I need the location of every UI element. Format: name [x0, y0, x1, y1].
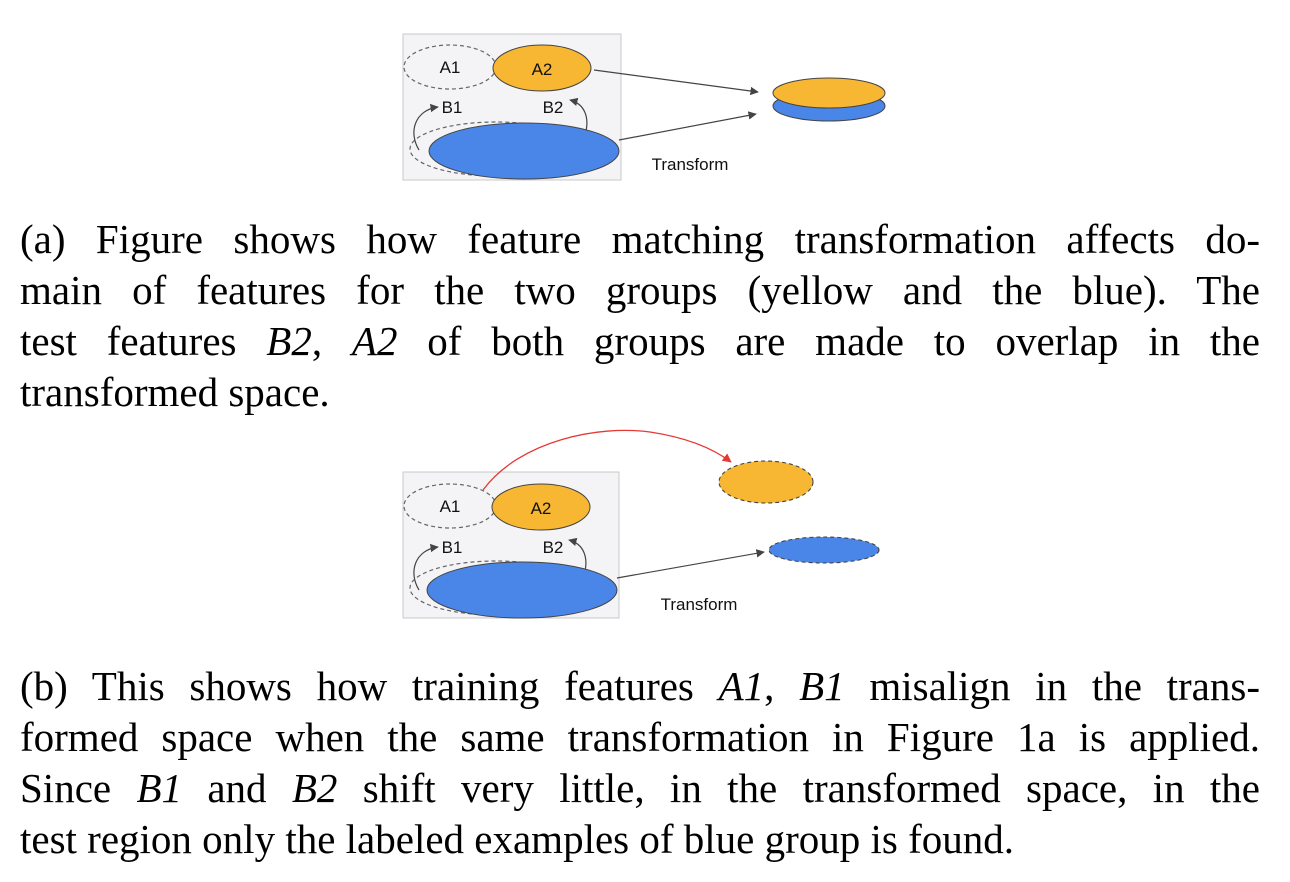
b2-ellipse: [428, 122, 620, 180]
transform-arrow-b2: [618, 111, 757, 141]
diagram-b: A1 A2 B1 B2 Transform: [402, 429, 880, 619]
caption-a-line-3: test features B2, A2 of both groups are …: [20, 318, 1260, 364]
b2-ellipse-b: [426, 561, 618, 619]
caption-a-line-1: (a) Figure shows how feature matching tr…: [20, 216, 1260, 262]
a2-label: A2: [532, 60, 553, 79]
b2-label-b: B2: [543, 538, 564, 557]
transform-label-a: Transform: [652, 155, 729, 174]
caption-a-line-4: transformed space.: [20, 369, 330, 415]
caption-b-line-3: Since B1 and B2 shift very little, in th…: [20, 765, 1261, 811]
b1-shift-arrow: [413, 103, 439, 151]
transform-arrow-a2: [593, 69, 759, 96]
b1-shift-arrow-b: [413, 543, 439, 591]
a1-label-b: A1: [440, 497, 461, 516]
transformed-a1-dashed: [718, 460, 814, 504]
diagram-a: A1 A2 B1 B2 Transform: [402, 33, 886, 181]
transformed-b1-dashed: [768, 536, 880, 564]
a2-ellipse: [492, 44, 592, 92]
transform-arrow-b1: [616, 549, 765, 579]
caption-a-line-2: main of features for the two groups (yel…: [20, 267, 1260, 313]
b2-label: B2: [543, 98, 564, 117]
caption-b-line-1: (b) This shows how training features A1,…: [20, 663, 1260, 709]
transformed-yellow: [772, 77, 886, 109]
caption-b-line-4: test region only the labeled examples of…: [20, 816, 1015, 862]
transform-label-b: Transform: [661, 595, 738, 614]
caption-b-line-2: formed space when the same transformatio…: [20, 714, 1260, 760]
caption-a: (a) Figure shows how feature matching tr…: [20, 214, 1260, 418]
a1-transform-red-arrow: [482, 429, 732, 491]
a2-label-b: A2: [531, 499, 552, 518]
caption-b: (b) This shows how training features A1,…: [20, 661, 1260, 865]
a1-label: A1: [440, 58, 461, 77]
b1-label: B1: [442, 98, 463, 117]
a2-ellipse-b: [491, 483, 591, 531]
b1-label-b: B1: [442, 538, 463, 557]
